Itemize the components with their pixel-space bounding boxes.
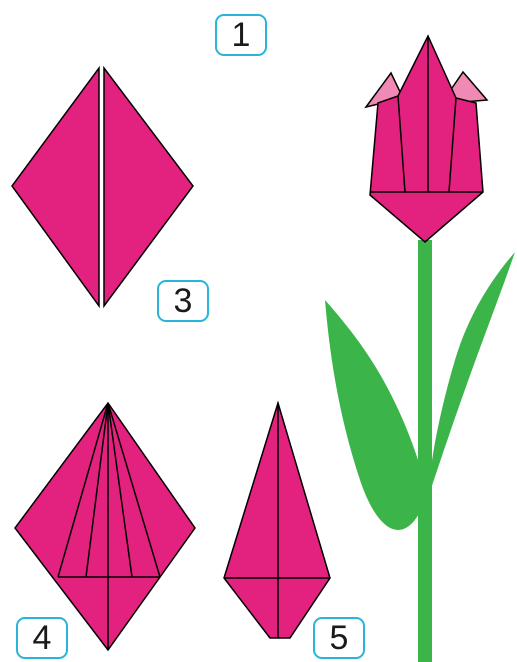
step-number-badge: 3 bbox=[157, 280, 209, 322]
step-5-bud bbox=[224, 403, 330, 638]
step-3-right-half bbox=[104, 68, 193, 306]
tulip-right-leaf bbox=[430, 252, 515, 492]
tulip-left-leaf bbox=[325, 300, 428, 530]
step-4-diamond bbox=[15, 403, 195, 650]
tulip-stem-and-leaves bbox=[325, 240, 515, 662]
tulip-stem bbox=[418, 240, 432, 662]
step-3-left-half bbox=[12, 68, 99, 306]
step-number-badge: 4 bbox=[16, 617, 68, 659]
tulip-flower bbox=[366, 36, 487, 242]
step-number-badge: 5 bbox=[313, 617, 365, 659]
step-5-outline bbox=[224, 403, 330, 638]
tulip-body bbox=[370, 36, 483, 242]
step-4-outline bbox=[15, 403, 195, 650]
step-number-badge: 1 bbox=[215, 14, 267, 56]
step-3-diamond bbox=[12, 68, 193, 306]
